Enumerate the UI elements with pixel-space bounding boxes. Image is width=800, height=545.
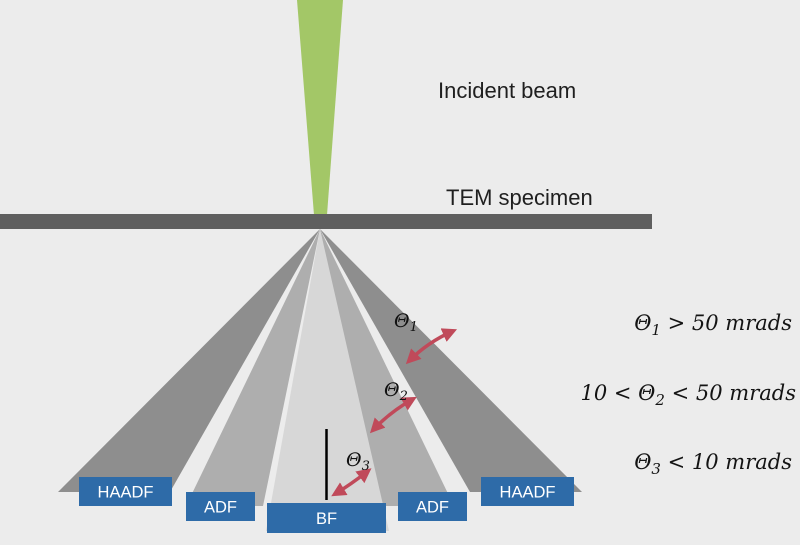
haadf-cone-left [58, 229, 320, 492]
incident-beam-shape [297, 0, 343, 215]
theta3-angle-arrow [331, 468, 372, 497]
theta3-label: Θ3 [346, 449, 370, 474]
detector-adf-right: ADF [398, 492, 467, 521]
detector-label: HAADF [500, 484, 556, 502]
detector-label: ADF [416, 499, 449, 517]
theta1-label: Θ1 [394, 310, 418, 335]
detector-label: ADF [204, 499, 237, 517]
theta2-angle-arrow [369, 396, 417, 434]
detector-box [398, 492, 467, 521]
theta1-equation: Θ1 > 50 mrads [634, 311, 792, 339]
tem-specimen-bar [0, 214, 652, 229]
theta3-equation: Θ3 < 10 mrads [634, 450, 792, 478]
incident-beam-label: Incident beam [438, 78, 576, 103]
detector-box [186, 492, 255, 521]
detector-box [267, 503, 386, 533]
bf-cone [266, 229, 389, 531]
detector-adf-left: ADF [186, 492, 255, 521]
theta1-angle-arrow [405, 328, 458, 365]
adf-cone-right [320, 229, 454, 506]
detector-bf: BF [267, 503, 386, 533]
detector-label: HAADF [98, 484, 154, 502]
theta2-label: Θ2 [384, 379, 408, 404]
detector-haadf-left: HAADF [79, 477, 172, 506]
theta2-equation: 10 < Θ2 < 50 mrads [581, 381, 797, 409]
tem-specimen-label: TEM specimen [446, 185, 593, 210]
detector-box [481, 477, 574, 506]
adf-cone-left [186, 229, 320, 506]
detector-label: BF [316, 510, 337, 528]
detector-box [79, 477, 172, 506]
detector-haadf-right: HAADF [481, 477, 574, 506]
